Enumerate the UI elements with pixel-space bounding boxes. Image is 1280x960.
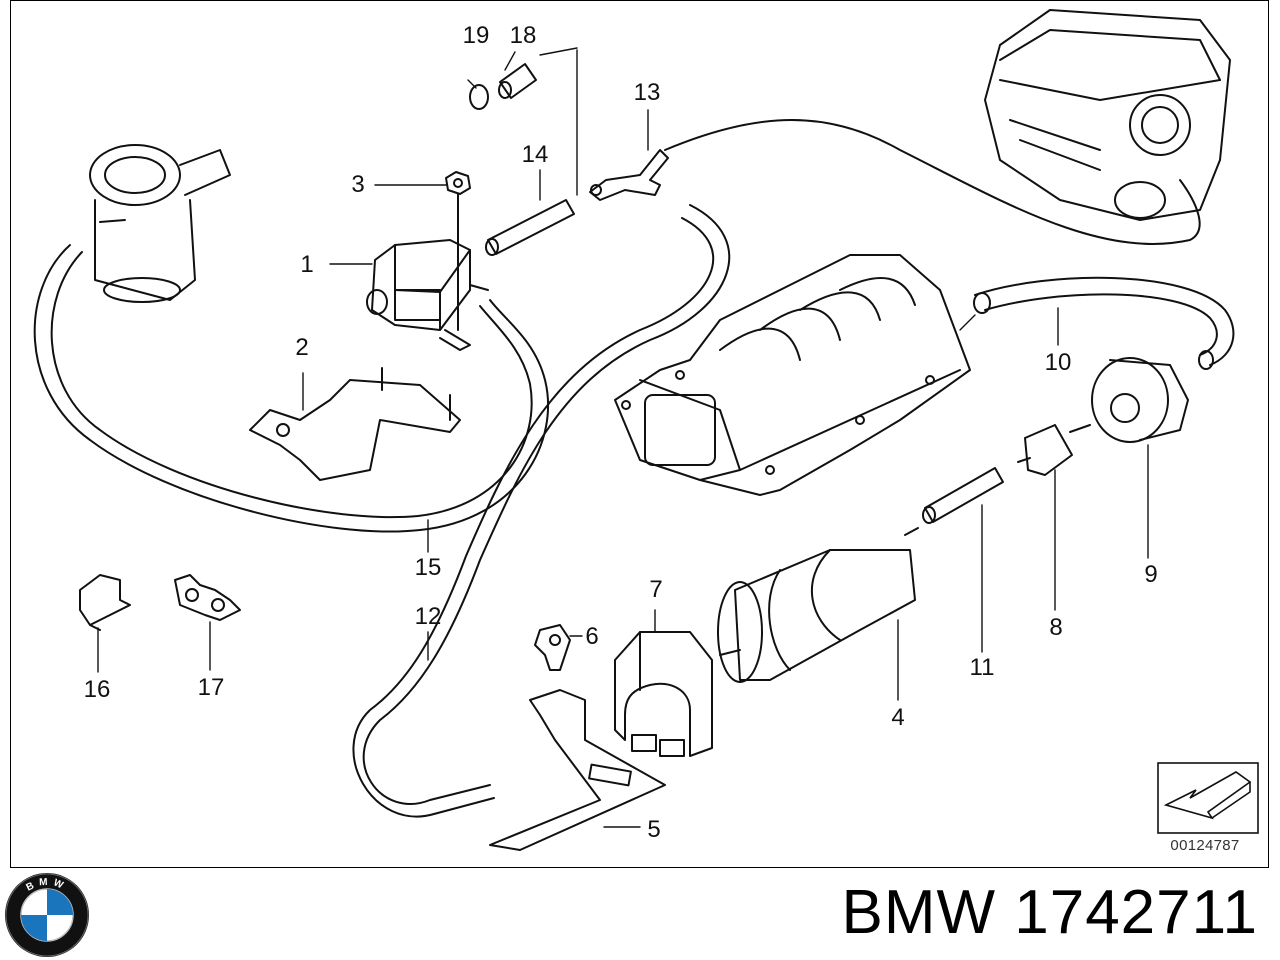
bracket-7 <box>614 631 713 757</box>
air-filter-box <box>984 9 1231 221</box>
callout-11: 11 <box>969 654 995 681</box>
intake-manifold <box>614 254 971 496</box>
diagram-frame <box>10 0 1269 868</box>
valve-1 <box>366 239 489 351</box>
hose-11 <box>922 467 1004 524</box>
ring-9 <box>1091 357 1189 443</box>
callout-16: 16 <box>83 676 111 703</box>
callout-1: 1 <box>300 251 314 278</box>
callout-13: 13 <box>633 79 661 106</box>
hose-14 <box>485 199 575 256</box>
leader-lines <box>97 47 1149 828</box>
callout-19: 19 <box>462 22 490 49</box>
callout-3: 3 <box>351 171 365 198</box>
part-caption: BMW 1742711 <box>841 878 1258 947</box>
callout-10: 10 <box>1044 349 1072 376</box>
hose-15 <box>33 244 550 533</box>
vacuum-line <box>664 119 1201 245</box>
callout-8: 8 <box>1049 614 1063 641</box>
document-number: 00124787 <box>1170 837 1240 854</box>
callout-5: 5 <box>647 816 661 843</box>
callout-14: 14 <box>521 141 549 168</box>
clip-6 <box>534 624 571 671</box>
clip-16 <box>79 574 131 631</box>
nut-3 <box>445 171 471 331</box>
logo-quadrant-blue <box>47 889 73 915</box>
hose-12 <box>352 204 731 818</box>
bmw-logo-icon: BMW <box>5 873 89 957</box>
callout-12: 12 <box>414 603 442 630</box>
bracket-5 <box>489 689 666 851</box>
callout-18: 18 <box>509 22 537 49</box>
orientation-arrow-icon <box>1157 762 1259 834</box>
filter-8 <box>1017 424 1091 476</box>
canister-4 <box>717 527 919 683</box>
hose-18 <box>498 63 537 99</box>
callout-17: 17 <box>197 674 225 701</box>
callout-4: 4 <box>891 704 905 731</box>
callout-15: 15 <box>414 554 442 581</box>
air-flow-meter <box>89 144 231 303</box>
bracket-2 <box>249 367 461 481</box>
hose-10 <box>973 276 1235 370</box>
callout-6: 6 <box>585 623 599 650</box>
clip-17 <box>174 574 241 621</box>
callout-2: 2 <box>295 334 309 361</box>
t-piece-13 <box>589 149 669 201</box>
callout-9: 9 <box>1144 561 1158 588</box>
logo-quadrant-blue <box>21 915 47 941</box>
o-ring-19 <box>469 84 489 110</box>
callout-7: 7 <box>649 576 663 603</box>
